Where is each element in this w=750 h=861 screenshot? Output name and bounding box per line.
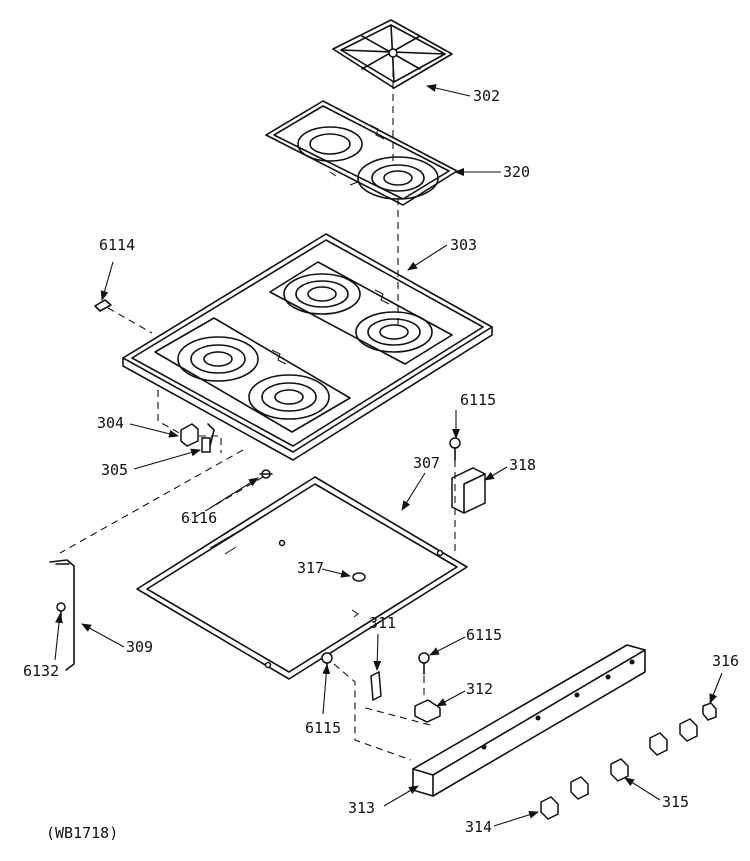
label-303: 303 (450, 236, 477, 254)
label-309: 309 (126, 638, 153, 656)
label-305: 305 (101, 461, 128, 479)
knob-upper-right (679, 718, 698, 742)
screw-6116 (259, 469, 273, 479)
label-6114: 6114 (99, 236, 135, 254)
burner-grate (332, 19, 453, 89)
knob-315 (610, 758, 629, 782)
label-312: 312 (466, 680, 493, 698)
diagram-code: (WB1718) (46, 824, 118, 842)
screw-6132 (56, 602, 66, 623)
knob-upper-left (649, 732, 668, 756)
label-304: 304 (97, 414, 124, 432)
burner-pan (265, 100, 458, 206)
control-panel (412, 644, 646, 797)
label-313: 313 (348, 799, 375, 817)
assembly-lines (59, 58, 456, 761)
label-311: 311 (369, 614, 396, 632)
pin-6114 (94, 299, 112, 312)
bracket-304 (180, 423, 199, 447)
label-6115-top: 6115 (460, 391, 496, 409)
knob-mid (570, 776, 589, 800)
label-318: 318 (509, 456, 536, 474)
label-6116: 6116 (181, 509, 217, 527)
bracket-318 (451, 467, 486, 514)
knob-314 (540, 796, 559, 820)
label-314: 314 (465, 818, 492, 836)
label-6115-mid: 6115 (466, 626, 502, 644)
rod-309 (49, 559, 75, 671)
label-320: 320 (503, 163, 530, 181)
screw-6115-top (449, 437, 461, 461)
bracket-312 (414, 699, 441, 723)
main-top (136, 476, 468, 680)
label-6115-bottom: 6115 (305, 719, 341, 737)
label-315: 315 (662, 793, 689, 811)
bracket-311 (370, 670, 382, 702)
knob-316 (702, 702, 717, 721)
cooktop (122, 233, 493, 461)
label-6132: 6132 (23, 662, 59, 680)
leader-lines (54, 84, 723, 827)
label-317: 317 (297, 559, 324, 577)
label-302: 302 (473, 87, 500, 105)
spring-305 (201, 423, 215, 453)
label-316: 316 (712, 652, 739, 670)
screw-6115-mid (418, 652, 430, 675)
label-307: 307 (413, 454, 440, 472)
